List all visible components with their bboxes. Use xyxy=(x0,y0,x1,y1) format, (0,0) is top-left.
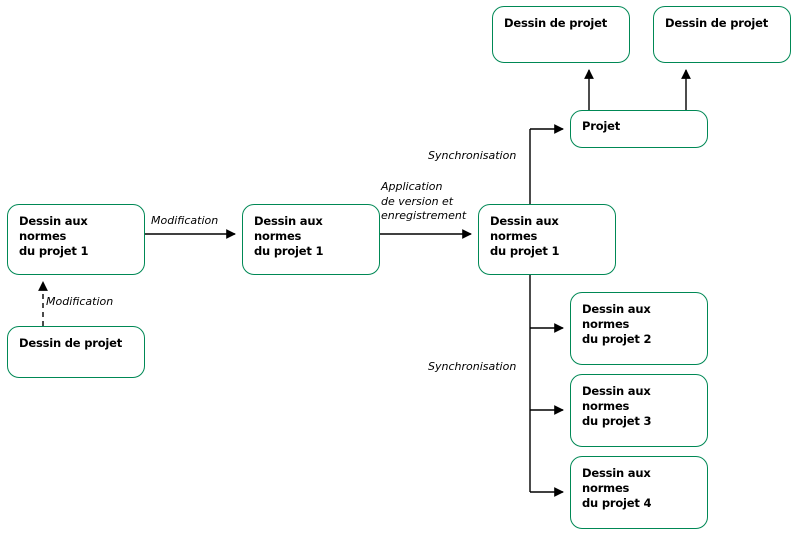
node-label: Dessin aux normes du projet 3 xyxy=(582,384,652,428)
node-normes-projet-1-initial[interactable]: Dessin aux normes du projet 1 xyxy=(7,204,145,275)
node-normes-projet-3[interactable]: Dessin aux normes du projet 3 xyxy=(570,374,708,447)
node-label: Dessin aux normes du projet 1 xyxy=(254,214,324,258)
edge-label-modification-horizontal: Modification xyxy=(151,214,219,227)
node-label: Dessin de projet xyxy=(665,16,769,30)
node-label: Dessin de projet xyxy=(504,16,608,30)
node-label: Dessin aux normes du projet 1 xyxy=(19,214,89,258)
node-label: Projet xyxy=(582,119,621,133)
edge-synchronisation-bas xyxy=(529,275,564,497)
node-top-dessin-projet-2[interactable]: Dessin de projet xyxy=(653,6,791,63)
node-projet[interactable]: Projet xyxy=(570,110,708,148)
node-normes-projet-1-enregistre[interactable]: Dessin aux normes du projet 1 xyxy=(478,204,616,275)
node-label: Dessin aux normes du projet 2 xyxy=(582,302,652,346)
edge-label-synchronisation-haut: Synchronisation xyxy=(428,149,517,162)
edge-synchronisation-haut xyxy=(529,124,564,204)
node-normes-projet-4[interactable]: Dessin aux normes du projet 4 xyxy=(570,456,708,529)
node-label: Dessin aux normes du projet 4 xyxy=(582,466,652,510)
node-label: Dessin de projet xyxy=(19,336,123,350)
node-label: Dessin aux normes du projet 1 xyxy=(490,214,560,258)
node-normes-projet-1-modifie[interactable]: Dessin aux normes du projet 1 xyxy=(242,204,380,275)
edge-label-modification-dashed: Modification xyxy=(46,295,114,308)
node-dessin-de-projet-source[interactable]: Dessin de projet xyxy=(7,326,145,378)
edge-label-synchronisation-bas: Synchronisation xyxy=(428,360,517,373)
node-normes-projet-2[interactable]: Dessin aux normes du projet 2 xyxy=(570,292,708,365)
edge-label-application-version: Application de version et enregistrement xyxy=(381,180,467,222)
node-top-dessin-projet-1[interactable]: Dessin de projet xyxy=(492,6,630,63)
